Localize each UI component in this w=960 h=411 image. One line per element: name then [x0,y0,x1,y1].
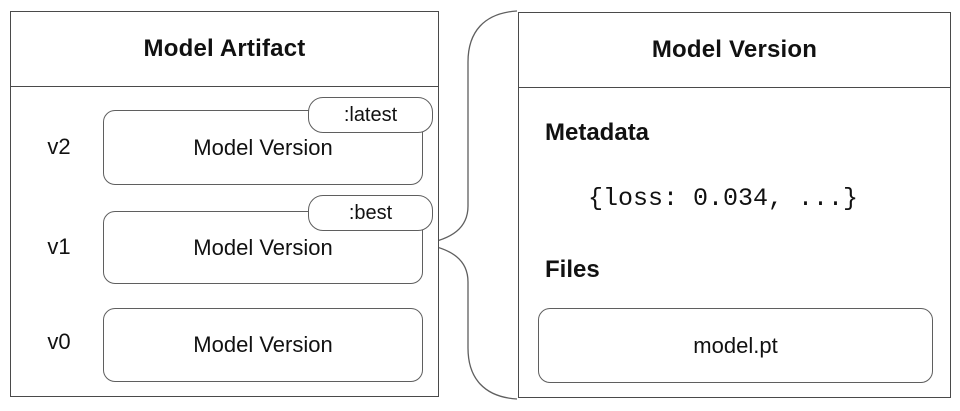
tag-badge-latest: :latest [308,97,433,133]
metadata-value: {loss: 0.034, ...} [588,184,859,213]
model-artifact-title: Model Artifact [11,12,438,87]
model-version-title: Model Version [519,13,950,88]
tag-badge-best: :best [308,195,433,231]
metadata-heading: Metadata [545,119,650,146]
file-node-model-pt: model.pt [538,308,933,383]
model-artifact-panel: Model Artifact v2 Model Version :latest … [10,11,439,397]
version-node-v0: Model Version [103,308,423,382]
version-node-v1: Model Version [103,211,423,284]
model-version-panel: Model Version Metadata {loss: 0.034, ...… [518,12,951,398]
version-label-v1: v1 [47,234,71,259]
version-label-v2: v2 [47,134,71,159]
version-label-v0: v0 [47,329,71,354]
files-heading: Files [545,256,600,283]
